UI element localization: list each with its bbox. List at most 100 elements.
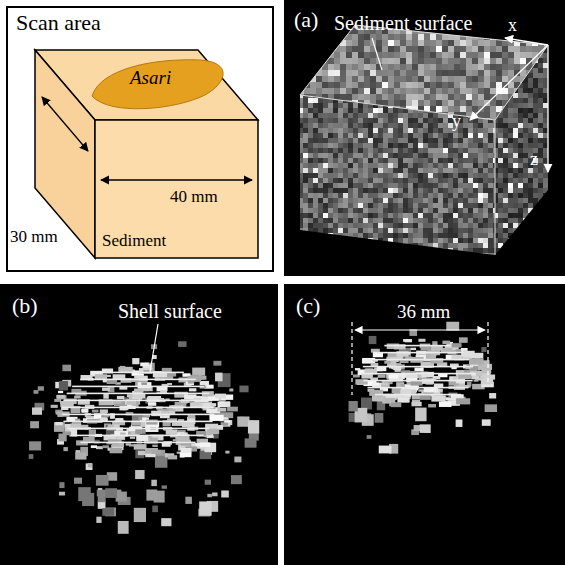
voxel xyxy=(343,123,349,129)
voxel xyxy=(473,153,479,159)
voxel xyxy=(493,123,499,129)
voxel xyxy=(428,108,434,114)
voxel xyxy=(430,88,437,95)
voxel xyxy=(298,188,304,194)
voxel xyxy=(466,106,473,113)
voxel xyxy=(473,228,479,234)
voxel xyxy=(383,188,389,194)
voxel xyxy=(413,143,419,149)
voxel xyxy=(454,88,461,95)
voxel xyxy=(368,133,374,139)
voxel xyxy=(478,153,484,159)
voxel xyxy=(323,198,329,204)
voxel xyxy=(303,173,309,179)
voxel xyxy=(473,203,479,209)
voxel xyxy=(520,34,527,41)
voxel xyxy=(483,218,489,224)
voxel xyxy=(328,40,335,47)
voxel xyxy=(483,158,489,164)
voxel xyxy=(463,93,469,99)
voxel xyxy=(383,193,389,199)
voxel xyxy=(393,193,399,199)
voxel xyxy=(378,248,384,254)
voxel xyxy=(423,238,429,244)
voxel xyxy=(322,34,329,41)
voxel xyxy=(408,248,414,254)
voxel xyxy=(343,143,349,149)
voxel xyxy=(308,163,314,169)
voxel xyxy=(322,22,329,29)
voxel xyxy=(468,148,474,154)
voxel xyxy=(433,148,439,154)
voxel xyxy=(348,93,354,99)
voxel xyxy=(343,228,349,234)
voxel xyxy=(478,228,484,234)
voxel xyxy=(398,128,404,134)
voxel xyxy=(478,223,484,229)
voxel xyxy=(393,223,399,229)
voxel xyxy=(358,138,364,144)
voxel xyxy=(313,228,319,234)
voxel xyxy=(373,183,379,189)
voxel xyxy=(438,173,444,179)
voxel xyxy=(333,198,339,204)
voxel xyxy=(443,223,449,229)
voxel xyxy=(363,203,369,209)
voxel xyxy=(383,203,389,209)
voxel xyxy=(473,183,479,189)
voxel xyxy=(448,218,454,224)
voxel xyxy=(403,133,409,139)
voxel xyxy=(378,148,384,154)
voxel xyxy=(436,70,443,77)
voxel xyxy=(328,143,334,149)
voxel xyxy=(430,52,437,59)
voxel xyxy=(453,93,459,99)
voxel xyxy=(310,58,317,65)
voxel xyxy=(526,34,533,41)
voxel xyxy=(468,178,474,184)
voxel xyxy=(383,123,389,129)
voxel xyxy=(368,163,374,169)
voxel xyxy=(388,46,395,53)
voxel xyxy=(468,203,474,209)
voxel xyxy=(490,22,497,29)
voxel xyxy=(436,88,443,95)
voxel xyxy=(418,46,425,53)
voxel xyxy=(413,113,419,119)
voxel xyxy=(346,52,353,59)
voxel xyxy=(358,168,364,174)
voxel xyxy=(418,64,425,71)
voxel xyxy=(333,213,339,219)
voxel xyxy=(343,223,349,229)
voxel xyxy=(484,106,491,113)
voxel xyxy=(343,118,349,124)
voxel xyxy=(358,148,364,154)
voxel xyxy=(424,70,431,77)
voxel xyxy=(438,163,444,169)
voxel xyxy=(436,46,443,53)
voxel xyxy=(308,178,314,184)
voxel xyxy=(318,248,324,254)
voxel xyxy=(424,34,431,41)
voxel xyxy=(490,82,497,89)
voxel xyxy=(424,76,431,83)
voxel xyxy=(364,76,371,83)
voxel xyxy=(483,133,489,139)
voxel xyxy=(473,128,479,134)
voxel xyxy=(412,40,419,47)
voxel xyxy=(493,188,499,194)
voxel xyxy=(433,143,439,149)
voxel xyxy=(418,88,425,95)
voxel xyxy=(478,88,485,95)
voxel xyxy=(466,46,473,53)
voxel xyxy=(468,138,474,144)
voxel xyxy=(433,128,439,134)
voxel xyxy=(493,228,499,234)
voxel xyxy=(406,64,413,71)
voxel xyxy=(463,123,469,129)
voxel xyxy=(453,138,459,144)
voxel xyxy=(328,34,335,41)
voxel xyxy=(400,40,407,47)
voxel xyxy=(338,118,344,124)
voxel xyxy=(400,70,407,77)
